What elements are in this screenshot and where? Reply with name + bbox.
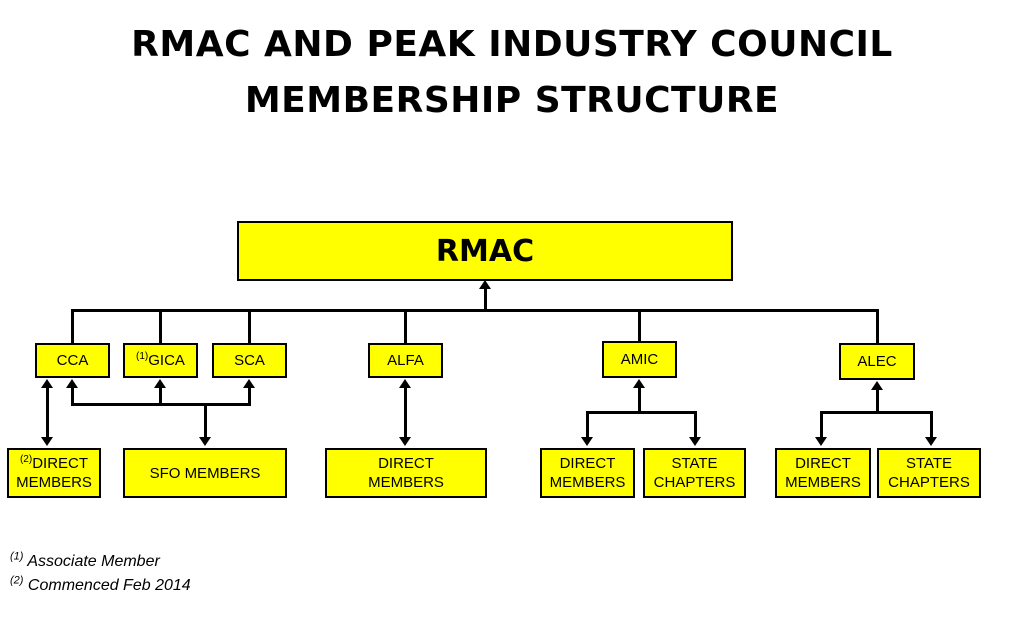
connector-sca-drop	[248, 309, 251, 344]
connector-sfo-sca-up	[248, 386, 251, 405]
node-sfo-members: SFO MEMBERS	[123, 448, 287, 498]
node-alfa-direct-line2: MEMBERS	[368, 474, 444, 491]
node-gica: (1)GICA	[123, 343, 198, 378]
node-alec-direct-line2: MEMBERS	[785, 474, 861, 491]
connector-alec-stem	[876, 388, 879, 413]
node-sca: SCA	[212, 343, 287, 378]
connector-cca-direct	[46, 386, 49, 438]
connector-amic-left	[586, 411, 589, 438]
arrowhead-sfo-down	[199, 437, 211, 446]
arrowhead-amic-right	[689, 437, 701, 446]
node-amic-state-line2: CHAPTERS	[653, 474, 736, 491]
node-alec-state-line2: CHAPTERS	[888, 474, 970, 491]
node-cca: CCA	[35, 343, 110, 378]
arrowhead-sfo-gica	[154, 379, 166, 388]
node-alec-state-line1: STATE	[905, 455, 953, 472]
gica-footnote-marker: (1)	[136, 351, 149, 362]
node-amic: AMIC	[602, 341, 677, 378]
footnote-2-text: Commenced Feb 2014	[27, 577, 191, 594]
node-cca-direct-line1: DIRECT	[32, 455, 89, 472]
arrowhead-sfo-sca	[243, 379, 255, 388]
node-gica-label: GICA	[148, 352, 185, 369]
arrowhead-alec-left	[815, 437, 827, 446]
diagram-title-line1: RMAC AND PEAK INDUSTRY COUNCIL	[131, 24, 893, 65]
connector-gica-drop	[159, 309, 162, 344]
arrowhead-cca-up	[41, 379, 53, 388]
node-amic-label: AMIC	[620, 351, 659, 368]
connector-sfo-gica-up	[159, 386, 162, 405]
connector-amic-drop	[638, 309, 641, 342]
arrowhead-alfa-up	[399, 379, 411, 388]
node-alec-label: ALEC	[857, 353, 897, 370]
node-alfa-label: ALFA	[387, 352, 424, 369]
arrowhead-sfo-cca	[66, 379, 78, 388]
arrowhead-alec-right	[925, 437, 937, 446]
connector-amic-stem	[638, 386, 641, 413]
footnote-1-marker: (1)	[10, 550, 24, 563]
arrowhead-alfa-down	[399, 437, 411, 446]
node-sfo-members-label: SFO MEMBERS	[149, 464, 261, 482]
node-cca-direct-members: (2)DIRECT MEMBERS	[7, 448, 101, 498]
connector-cca-drop	[71, 309, 74, 344]
node-amic-state-line1: STATE	[671, 455, 718, 472]
connector-sfo-stem	[204, 403, 207, 438]
node-amic-direct-line2: MEMBERS	[549, 474, 626, 491]
node-rmac-label: RMAC	[435, 233, 535, 269]
arrowhead-cca-direct-down	[41, 437, 53, 446]
connector-alec-left	[820, 411, 823, 438]
connector-top-bus	[71, 309, 879, 312]
node-alec-state-chapters: STATE CHAPTERS	[877, 448, 981, 498]
arrowhead-alec-up	[871, 381, 883, 390]
connector-alec-right	[930, 411, 933, 438]
node-sca-label: SCA	[234, 352, 265, 369]
node-alec-direct-line1: DIRECT	[795, 455, 851, 472]
node-amic-direct-members: DIRECT MEMBERS	[540, 448, 635, 498]
footnote-1-text: Associate Member	[27, 553, 160, 570]
node-amic-state-chapters: STATE CHAPTERS	[643, 448, 746, 498]
node-rmac: RMAC	[237, 221, 733, 281]
direct-members-footnote-marker: (2)	[19, 454, 33, 465]
node-alfa-direct-line1: DIRECT	[378, 455, 434, 472]
connector-alfa-direct	[404, 386, 407, 438]
connector-rmac-stem	[484, 283, 487, 310]
footnote-2-marker: (2)	[10, 574, 24, 587]
connector-amic-bus	[586, 411, 697, 414]
arrowhead-rmac	[479, 280, 491, 289]
connector-alec-bus	[820, 411, 933, 414]
arrowhead-amic-left	[581, 437, 593, 446]
diagram-title-line2: MEMBERSHIP STRUCTURE	[244, 80, 780, 121]
footnote-1: (1) Associate Member	[10, 550, 160, 571]
node-alec: ALEC	[839, 343, 915, 380]
node-alfa-direct-members: DIRECT MEMBERS	[325, 448, 487, 498]
node-cca-label: CCA	[56, 352, 89, 369]
connector-sfo-cca-up	[71, 386, 74, 405]
arrowhead-amic-up	[633, 379, 645, 388]
connector-alfa-drop	[404, 309, 407, 344]
node-alfa: ALFA	[368, 343, 443, 378]
footnote-2: (2) Commenced Feb 2014	[10, 574, 191, 595]
node-alec-direct-members: DIRECT MEMBERS	[775, 448, 871, 498]
node-amic-direct-line1: DIRECT	[559, 455, 616, 472]
connector-alec-drop	[876, 309, 879, 344]
connector-amic-right	[694, 411, 697, 438]
node-cca-direct-line2: MEMBERS	[16, 474, 92, 491]
